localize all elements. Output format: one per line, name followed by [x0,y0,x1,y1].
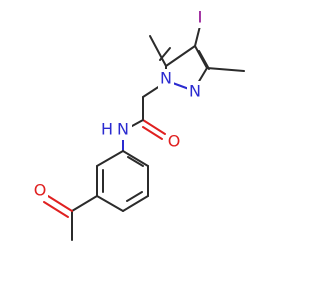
bond-c5-c4 [165,45,196,67]
bond-c4-c3-inner [198,50,210,70]
atom-n1: N [158,69,174,89]
atom-amide-o: O [166,131,182,151]
atom-iodine: I [193,8,207,28]
bond-acetyl-o [47,195,73,212]
iodine-label: I [198,8,203,27]
atom-ketone-o: O [32,180,48,200]
bond-iodine [194,25,201,47]
n2-label: N [189,82,201,101]
amide-h-label: H [101,120,113,139]
bond-ar-inner-2 [126,191,143,202]
bond-methyl-5 [149,35,167,67]
atom-n2: N [187,81,203,101]
ketone-o-label: O [34,181,47,200]
molecule-canvas: I N N H N O O [32,7,245,241]
amide-o-label: O [168,132,181,151]
bond-ar6 [96,150,124,167]
bond-ar-inner-1 [127,156,144,167]
bond-methyl-3 [206,67,245,72]
n1-label: N [160,69,172,88]
bond-carbonyl-o-double [142,126,163,140]
bond-acetyl-o-double [43,201,69,218]
bond-ar1 [122,150,149,167]
benzene-ring [96,150,149,212]
bond-ar3 [122,195,149,212]
amide-n-label: N [117,120,129,139]
bond-c4-c3 [194,45,208,69]
bond-ar-acetyl [71,195,98,212]
bond-ar4 [96,195,124,212]
bond-carbonyl-o [142,119,166,135]
atom-amide-nh: H N [101,120,132,140]
molecule-structure: I N N H N O O [32,8,245,241]
